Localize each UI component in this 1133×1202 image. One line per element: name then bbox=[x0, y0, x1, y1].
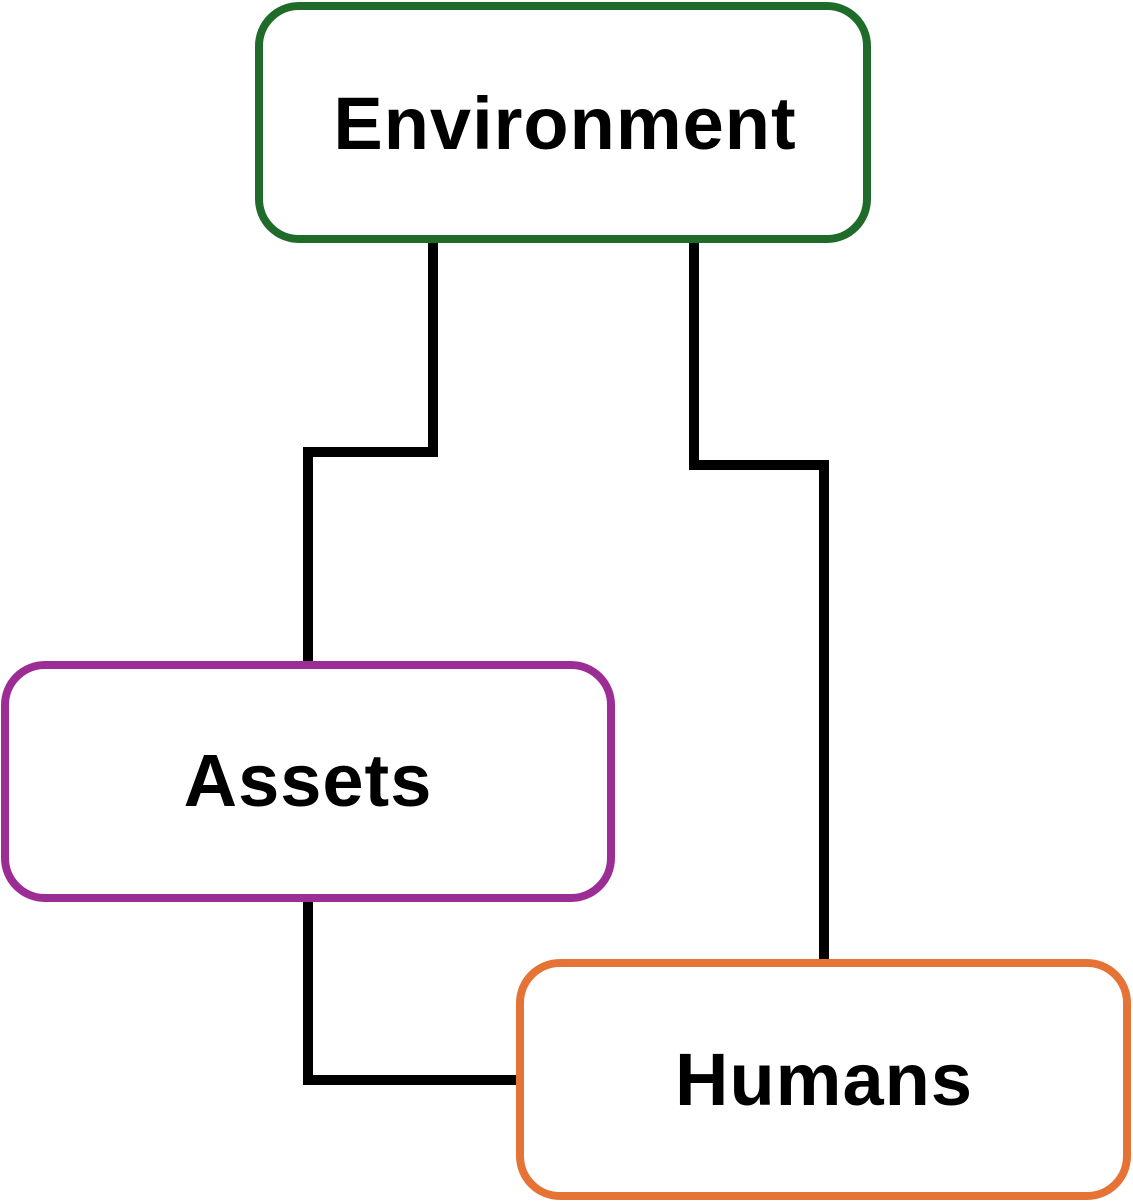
edge-assets-humans bbox=[303, 900, 520, 1085]
edge-environment-humans bbox=[689, 238, 829, 962]
node-environment-label: Environment bbox=[333, 82, 796, 165]
node-assets: Assets bbox=[1, 661, 615, 902]
node-assets-box bbox=[1, 661, 615, 902]
node-humans-label: Humans bbox=[675, 1038, 973, 1121]
edge-environment-assets bbox=[303, 238, 438, 663]
node-humans: Humans bbox=[516, 959, 1131, 1200]
node-humans-box bbox=[516, 959, 1131, 1200]
node-assets-label: Assets bbox=[184, 739, 433, 822]
node-environment-box bbox=[255, 2, 871, 243]
node-environment: Environment bbox=[255, 2, 871, 243]
